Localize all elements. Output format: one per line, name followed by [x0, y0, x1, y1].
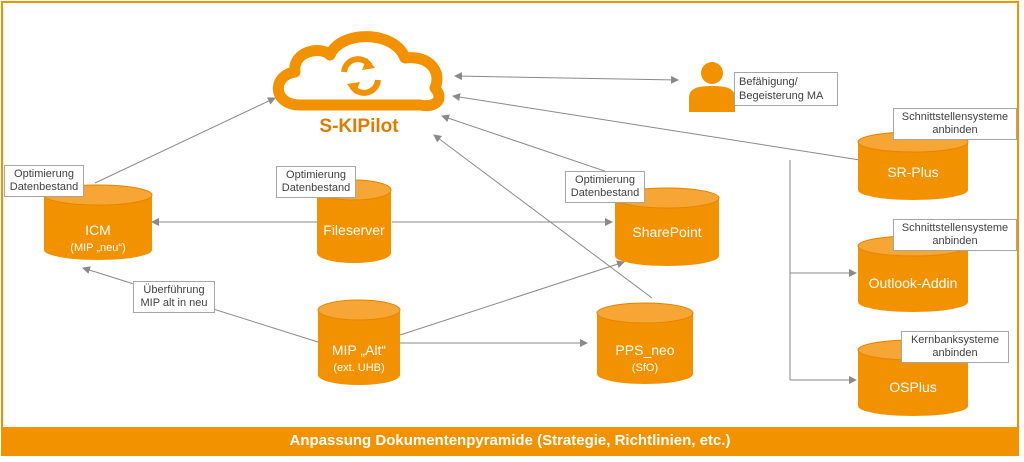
- note-outlook-anbinden: Schnittstellensysteme anbinden: [893, 219, 1017, 251]
- node-pps-neo-label: PPS_neo: [615, 342, 675, 358]
- node-icm: ICM (MIP „neu“): [44, 222, 152, 254]
- person-label-line: Begeisterung MA: [739, 90, 824, 102]
- note-line: Optimierung: [286, 169, 346, 181]
- node-osplus-label: OSPlus: [889, 379, 937, 395]
- node-sr-plus-label: SR-Plus: [887, 164, 939, 180]
- node-outlook-addin: Outlook-Addin: [858, 275, 968, 291]
- diagram-title: S-KIPilot: [319, 116, 399, 137]
- note-line: MIP alt in neu: [140, 297, 208, 309]
- node-mip-alt: MIP „Alt“ (ext. UHB): [318, 342, 400, 374]
- person-label: Befähigung/ Begeisterung MA: [734, 72, 838, 106]
- node-icm-sub: (MIP „neu“): [70, 242, 126, 254]
- node-sr-plus: SR-Plus: [858, 164, 968, 180]
- note-line: Schnittstellensysteme: [901, 111, 1009, 123]
- note-line: Datenbestand: [281, 182, 351, 194]
- arrow-cloud-person: [454, 72, 679, 84]
- diagram-frame: [1, 1, 1019, 456]
- person-icon: [689, 62, 735, 112]
- note-sharepoint-optimierung: Optimierung Datenbestand: [565, 171, 645, 203]
- node-icm-label: ICM: [85, 222, 111, 238]
- node-sharepoint: SharePoint: [615, 224, 719, 240]
- note-line: Kernbanksysteme: [910, 334, 1000, 346]
- note-line: Optimierung: [14, 168, 74, 180]
- node-mip-alt-sub: (ext. UHB): [333, 362, 385, 374]
- arrow-srplus-to-cloud: [452, 93, 861, 161]
- note-srplus-anbinden: Schnittstellensysteme anbinden: [893, 108, 1017, 140]
- note-line: anbinden: [932, 347, 978, 359]
- arrow-ppsneo-to-cloud: [433, 134, 653, 299]
- node-pps-neo: PPS_neo (SfO): [597, 342, 693, 374]
- cylinder-pps-neo[interactable]: [596, 302, 694, 384]
- cylinder-sharepoint[interactable]: [614, 187, 720, 266]
- note-fileserver-optimierung: Optimierung Datenbestand: [276, 166, 356, 198]
- node-fileserver: Fileserver: [310, 222, 398, 238]
- arrow-mip-to-sharepoint: [399, 260, 625, 336]
- cloud-icon: [272, 31, 445, 112]
- node-pps-neo-sub: (SfO): [631, 362, 659, 374]
- cylinder-sr-plus[interactable]: [857, 131, 969, 200]
- note-osplus-anbinden: Kernbanksysteme anbinden: [901, 331, 1009, 363]
- node-sharepoint-label: SharePoint: [632, 224, 702, 240]
- cylinder-mip-alt[interactable]: [317, 299, 401, 385]
- node-osplus: OSPlus: [858, 379, 968, 395]
- note-migration: Überführung MIP alt in neu: [133, 281, 215, 313]
- note-line: Datenbestand: [9, 181, 79, 193]
- person-label-line: Befähigung/: [739, 76, 798, 88]
- note-line: Schnittstellensysteme: [901, 222, 1009, 234]
- arrow-icm-to-cloud: [94, 97, 276, 184]
- note-line: Optimierung: [575, 174, 635, 186]
- footer-banner: Anpassung Dokumentenpyramide (Strategie,…: [3, 427, 1017, 455]
- note-line: Überführung: [143, 284, 205, 296]
- note-icm-optimierung: Optimierung Datenbestand: [4, 165, 84, 197]
- node-fileserver-label: Fileserver: [323, 222, 385, 238]
- note-line: anbinden: [932, 124, 978, 136]
- note-line: anbinden: [932, 235, 978, 247]
- note-line: Datenbestand: [570, 187, 640, 199]
- node-outlook-addin-label: Outlook-Addin: [868, 275, 958, 291]
- node-mip-alt-label: MIP „Alt“: [331, 342, 387, 358]
